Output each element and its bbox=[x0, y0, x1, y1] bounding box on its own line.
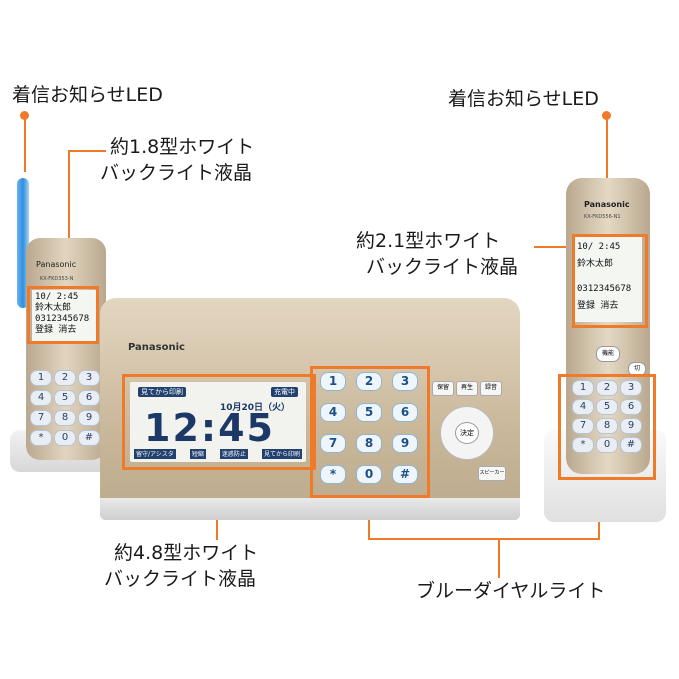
left-handset-key[interactable]: 9 bbox=[78, 410, 100, 426]
left-handset-key[interactable]: 4 bbox=[30, 390, 52, 406]
label-lcd-48: 約4.8型ホワイト バックライト液晶 bbox=[104, 540, 258, 592]
leader-led-right bbox=[606, 114, 608, 178]
base-lcd: 見てから印刷 充電中 10月20日（火） 12:45 留守/アシスタ 短縮 迷惑… bbox=[130, 382, 306, 462]
left-handset-key[interactable]: 0 bbox=[54, 430, 76, 446]
leader-dot-led-left bbox=[20, 111, 29, 120]
right-handset-brand: Panasonic bbox=[584, 200, 630, 209]
leader-blue-dial-c bbox=[498, 538, 500, 578]
right-handset-screen: 10/ 2:45 鈴木太郎 0312345678 登録 消去 bbox=[574, 234, 642, 322]
right-screen-line-number: 0312345678 bbox=[577, 284, 632, 294]
base-lcd-charging: 充電中 bbox=[271, 387, 298, 397]
base-nav-pad[interactable]: 決定 bbox=[440, 406, 494, 460]
left-screen-line-actions: 登録 消去 bbox=[35, 325, 77, 335]
highlight-right-dial bbox=[558, 374, 656, 480]
base-dial-key[interactable]: 4 bbox=[320, 403, 346, 422]
base-dial-key[interactable]: 5 bbox=[356, 403, 382, 422]
base-dial-key[interactable]: 1 bbox=[320, 372, 346, 391]
highlight-left-lcd bbox=[27, 286, 99, 344]
label-blue-dial-light: ブルーダイヤルライト bbox=[416, 580, 606, 602]
base-dial-key[interactable]: 7 bbox=[320, 434, 346, 453]
right-handset-key[interactable]: 9 bbox=[620, 418, 642, 434]
leader-lcd-18-h bbox=[68, 150, 106, 152]
base-dial-key[interactable]: 9 bbox=[392, 434, 418, 453]
left-handset-key[interactable]: 1 bbox=[30, 370, 52, 386]
highlight-right-lcd bbox=[572, 234, 648, 328]
right-btn-function[interactable]: 機能 bbox=[596, 346, 620, 362]
leader-blue-dial-h bbox=[368, 538, 598, 540]
base-dial-key[interactable]: * bbox=[320, 465, 346, 484]
left-handset-key[interactable]: 5 bbox=[54, 390, 76, 406]
leader-lcd-21 bbox=[534, 246, 574, 248]
label-lcd-21-line2: バックライト液晶 bbox=[366, 256, 519, 278]
soft-key-speed[interactable]: 短縮 bbox=[189, 449, 206, 459]
right-handset-model: KX-FKD556-N1 bbox=[584, 214, 621, 220]
left-handset-model: KX-FKD353-N bbox=[40, 276, 74, 282]
base-btn-speaker[interactable]: スピーカー bbox=[478, 466, 506, 481]
leader-dot-led-right bbox=[602, 111, 611, 120]
right-handset-key[interactable]: 7 bbox=[572, 418, 594, 434]
base-dial-key[interactable]: 0 bbox=[356, 465, 382, 484]
right-handset-key[interactable]: 0 bbox=[596, 437, 618, 453]
soft-key-print[interactable]: 見てから印刷 bbox=[261, 449, 302, 459]
label-lcd-21: 約2.1型ホワイト バックライト液晶 bbox=[356, 228, 518, 280]
left-handset-key[interactable]: 7 bbox=[30, 410, 52, 426]
base-dial-key[interactable]: 3 bbox=[392, 372, 418, 391]
right-screen-line-name: 鈴木太郎 bbox=[577, 259, 614, 269]
base-dial-key[interactable]: # bbox=[392, 465, 418, 484]
label-led-right: 着信お知らせLED bbox=[448, 88, 599, 110]
base-lcd-date: 10月20日（火） bbox=[220, 403, 291, 413]
leader-led-left bbox=[24, 114, 26, 172]
left-handset-key[interactable]: 8 bbox=[54, 410, 76, 426]
label-lcd-18-line2: バックライト液晶 bbox=[100, 162, 253, 184]
base-btn-hold[interactable]: 保留 bbox=[432, 381, 454, 396]
left-screen-line-time: 10/ 2:45 bbox=[35, 292, 79, 302]
left-screen-line-name: 鈴木太郎 bbox=[35, 303, 72, 313]
right-screen-line-actions: 登録 消去 bbox=[577, 301, 619, 311]
left-handset-key[interactable]: # bbox=[78, 430, 100, 446]
base-dial-key[interactable]: 2 bbox=[356, 372, 382, 391]
right-handset-key[interactable]: 1 bbox=[572, 380, 594, 396]
left-handset-screen: 10/ 2:45 鈴木太郎 0312345678 登録 消去 bbox=[32, 290, 96, 342]
label-lcd-18-line1: 約1.8型ホワイト bbox=[110, 136, 255, 158]
label-lcd-18: 約1.8型ホワイト バックライト液晶 bbox=[100, 134, 255, 186]
left-handset: Panasonic KX-FKD353-N 10/ 2:45 鈴木太郎 0312… bbox=[26, 238, 106, 460]
left-screen-line-number: 0312345678 bbox=[35, 314, 90, 324]
base-btn-record[interactable]: 録音 bbox=[480, 381, 502, 396]
label-lcd-48-line2: バックライト液晶 bbox=[104, 568, 257, 590]
right-handset-key[interactable]: 3 bbox=[620, 380, 642, 396]
base-lcd-time: 12:45 bbox=[144, 406, 275, 450]
right-handset-key[interactable]: * bbox=[572, 437, 594, 453]
base-bottom-tray bbox=[100, 498, 520, 520]
base-dial-key[interactable]: 8 bbox=[356, 434, 382, 453]
base-nav-center[interactable]: 決定 bbox=[455, 422, 479, 444]
right-handset-key[interactable]: 2 bbox=[596, 380, 618, 396]
right-handset-key[interactable]: 5 bbox=[596, 399, 618, 415]
right-handset-key[interactable]: 8 bbox=[596, 418, 618, 434]
label-lcd-48-line1: 約4.8型ホワイト bbox=[114, 542, 259, 564]
highlight-base-lcd bbox=[122, 374, 316, 470]
highlight-base-dial bbox=[310, 366, 430, 498]
soft-key-block[interactable]: 迷惑防止 bbox=[219, 449, 248, 459]
base-btn-play[interactable]: 再生 bbox=[456, 381, 478, 396]
leader-lcd-18 bbox=[68, 150, 70, 246]
left-handset-key[interactable]: 2 bbox=[54, 370, 76, 386]
left-handset-brand: Panasonic bbox=[36, 260, 77, 269]
label-led-left: 着信お知らせLED bbox=[12, 84, 163, 106]
left-handset-key[interactable]: 3 bbox=[78, 370, 100, 386]
base-lcd-button-print[interactable]: 見てから印刷 bbox=[138, 387, 186, 397]
left-handset-key[interactable]: * bbox=[30, 430, 52, 446]
base-dial-key[interactable]: 6 bbox=[392, 403, 418, 422]
right-handset-key[interactable]: 6 bbox=[620, 399, 642, 415]
right-handset-key[interactable]: # bbox=[620, 437, 642, 453]
base-brand: Panasonic bbox=[128, 342, 185, 353]
right-handset-key[interactable]: 4 bbox=[572, 399, 594, 415]
base-lcd-soft-keys: 留守/アシスタ 短縮 迷惑防止 見てから印刷 bbox=[134, 449, 302, 459]
right-screen-line-time: 10/ 2:45 bbox=[577, 242, 621, 252]
label-lcd-21-line1: 約2.1型ホワイト bbox=[356, 230, 501, 252]
left-handset-key[interactable]: 6 bbox=[78, 390, 100, 406]
soft-key-answering[interactable]: 留守/アシスタ bbox=[134, 449, 176, 459]
